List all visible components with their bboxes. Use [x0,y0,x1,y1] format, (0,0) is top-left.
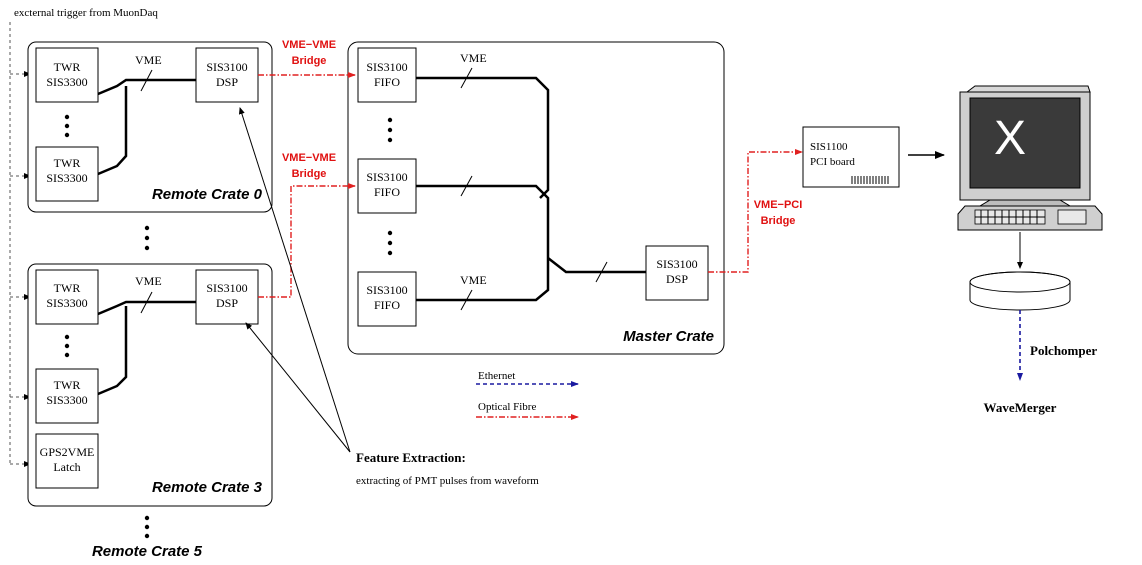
ellipsis-dots [388,231,392,255]
dsp-label: DSP [216,75,238,89]
legend-ethernet-label: Ethernet [478,370,515,382]
sis3100-label: SIS3100 [206,281,247,295]
bridge-label: Bridge [292,168,327,180]
sis3100-label: SIS3100 [366,60,407,74]
sis3100-label: SIS3100 [656,257,697,271]
sis3100-label: SIS3100 [366,170,407,184]
workstation: X [958,86,1102,230]
x-logo: X [994,112,1026,165]
sis3300-label: SIS3300 [46,75,87,89]
polchomper-label: Polchomper [1030,343,1097,358]
master-crate: SIS3100 FIFO SIS3100 FIFO SIS3100 FIFO S… [348,42,724,354]
gps-label: GPS2VME [40,445,95,459]
ellipsis-dots [388,118,392,142]
pci-line2: PCI board [810,156,855,168]
fifo-label: FIFO [374,75,400,89]
feature-desc: extracting of PMT pulses from waveform [356,475,539,487]
fifo-label: FIFO [374,298,400,312]
twr-label: TWR [54,378,81,392]
remote-crate-3: TWR SIS3300 TWR SIS3300 GPS2VME Latch SI… [28,264,272,506]
ellipsis-dots [65,115,69,137]
dsp-label: DSP [216,296,238,310]
sis3100-label: SIS3100 [206,60,247,74]
twr-label: TWR [54,281,81,295]
sis3300-label: SIS3300 [46,171,87,185]
bridge-title: VME−VME [282,152,336,164]
pci-line1: SIS1100 [810,141,848,153]
dsp-label: DSP [666,272,688,286]
crate-label: Remote Crate 0 [152,186,263,203]
ellipsis-dots [145,226,149,250]
bridge-title: VME−VME [282,39,336,51]
bridge-title: VME−PCI [754,199,803,211]
sis3100-label: SIS3100 [366,283,407,297]
crate-label: Master Crate [623,328,714,345]
bridge-label: Bridge [761,215,796,227]
bridge-label: Bridge [292,55,327,67]
wavemerger-label: WaveMerger [984,400,1057,415]
ellipsis-dots [145,516,149,538]
trigger-label: excternal trigger from MuonDaq [14,7,158,19]
feature-title: Feature Extraction: [356,450,466,465]
vme-label: VME [135,274,162,288]
sis3300-label: SIS3300 [46,296,87,310]
vme-label: VME [460,273,487,287]
vme-vme-bridge-0: VME−VME Bridge [258,39,355,75]
legend: Ethernet Optical Fibre [476,370,578,417]
legend-optical-label: Optical Fibre [478,401,536,413]
sis3300-label: SIS3300 [46,393,87,407]
remote-crate-5-label: Remote Crate 5 [92,543,203,560]
twr-label: TWR [54,60,81,74]
remote-crate-0: TWR SIS3300 TWR SIS3300 SIS3100 DSP VME … [28,42,272,212]
pci-board: SIS1100 PCI board [803,127,899,187]
latch-label: Latch [53,460,80,474]
twr-label: TWR [54,156,81,170]
ellipsis-dots [65,335,69,357]
fifo-label: FIFO [374,185,400,199]
vme-label: VME [460,51,487,65]
vme-label: VME [135,53,162,67]
crate-label: Remote Crate 3 [152,479,263,496]
disk-icon [970,232,1070,310]
vme-vme-bridge-3: VME−VME Bridge [258,152,355,297]
